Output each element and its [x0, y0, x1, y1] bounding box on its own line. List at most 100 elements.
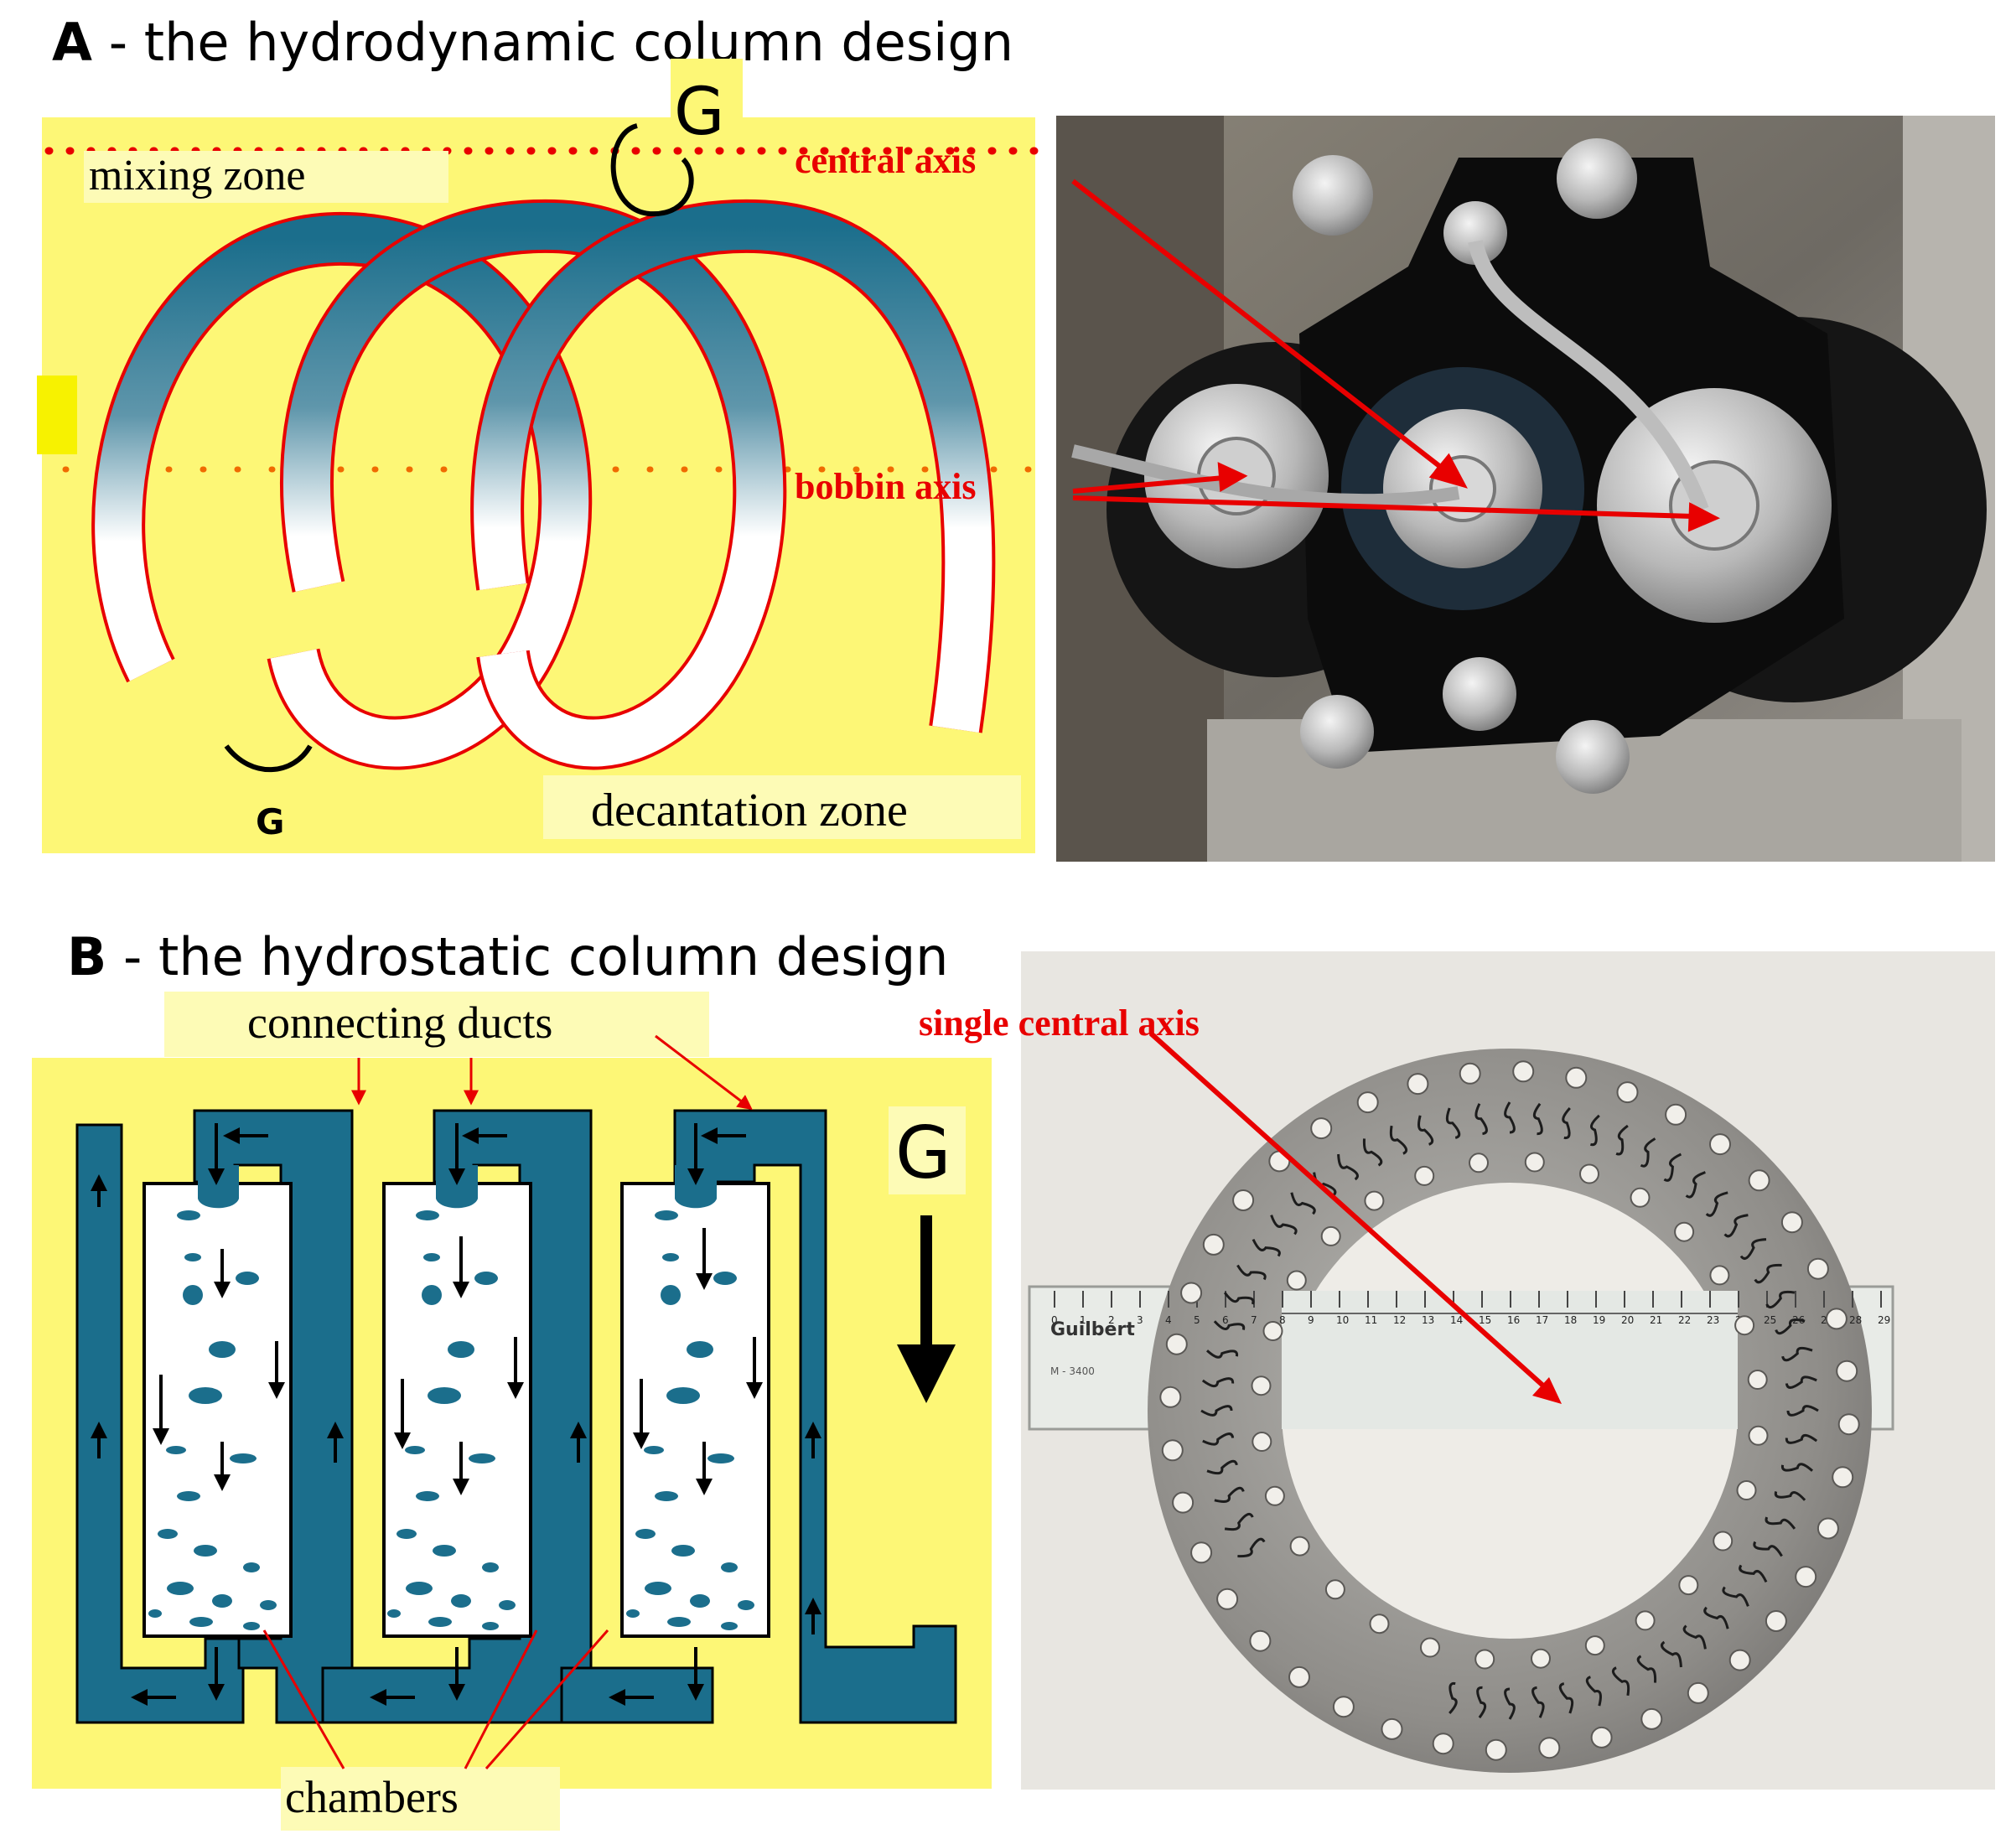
disc-hole — [1159, 1386, 1182, 1408]
disc-channel — [1252, 1238, 1281, 1257]
ruler-tick-label: 13 — [1422, 1314, 1434, 1326]
mixing-zone-label: mixing zone — [89, 152, 306, 199]
helix-diagram: G G mixing zone decantation zone — [37, 59, 1039, 853]
disc-channels — [1200, 1101, 1819, 1720]
disc-channel — [1781, 1346, 1813, 1362]
disc-channel — [1337, 1153, 1359, 1181]
disc-channel — [1774, 1490, 1806, 1501]
mixing-zone-box — [84, 151, 448, 203]
disc-channel — [1663, 1153, 1682, 1182]
disc-hole — [1202, 1233, 1225, 1256]
disc-channel — [1786, 1405, 1819, 1417]
disc-channel — [1739, 1238, 1767, 1260]
disc-hole — [1420, 1637, 1440, 1658]
disc-hole — [1288, 1665, 1310, 1688]
chamber-unit-1 — [143, 1109, 354, 1724]
disc-channel — [1270, 1215, 1298, 1235]
nut — [1557, 138, 1637, 219]
disc-channel — [1636, 1655, 1657, 1683]
disc-channel — [1504, 1687, 1516, 1720]
single-central-axis-text: single central axis — [919, 1002, 1200, 1044]
ruler-inner — [1282, 1291, 1738, 1429]
panel-b-title-text: - the hydrostatic column design — [106, 926, 949, 987]
ruler-tick-label: 15 — [1479, 1314, 1491, 1326]
disc-hole — [1640, 1707, 1663, 1730]
ruler-tick-label: 19 — [1593, 1314, 1605, 1326]
disc-hole — [1190, 1541, 1213, 1564]
disc-channel — [1362, 1138, 1383, 1167]
disc-channel — [1722, 1586, 1749, 1607]
chamber-1 — [143, 1182, 293, 1638]
disc-channel — [1589, 1114, 1600, 1147]
disc-channel — [1661, 1640, 1682, 1668]
ruler-ticks — [1054, 1291, 1882, 1308]
disc-hole — [1262, 1321, 1283, 1341]
disc-channel — [1200, 1405, 1233, 1417]
disc-hole — [1216, 1588, 1239, 1610]
disc-hole — [1286, 1270, 1307, 1291]
disc-hole — [1709, 1265, 1730, 1286]
nut — [1443, 657, 1516, 731]
central-axis-text: central axis — [795, 140, 977, 181]
disc-channel — [1213, 1320, 1246, 1331]
disc-channel — [1532, 1102, 1543, 1136]
disc-hole — [1249, 1629, 1272, 1652]
rotor-photo: central axis — [1056, 116, 1995, 862]
disc-hole — [1459, 1062, 1481, 1085]
chamber-2 — [382, 1182, 532, 1638]
disc-channel — [1202, 1432, 1235, 1446]
disc-channel — [1739, 1564, 1768, 1583]
disc-channel — [1389, 1125, 1408, 1155]
decantation-zone-label: decantation zone — [591, 785, 908, 837]
disc-hole — [1728, 1649, 1751, 1671]
connecting-tube — [1468, 240, 1709, 513]
ruler-tick-label: 16 — [1507, 1314, 1520, 1326]
ruler-tick-labels: 0123456789101112131415161718192021222324… — [1051, 1314, 1890, 1326]
panel-b-title: B - the hydrostatic column design — [67, 926, 948, 987]
ruler-tick-label: 22 — [1678, 1314, 1691, 1326]
flow-arrows — [91, 1123, 821, 1706]
ruler-tick-label: 29 — [1878, 1314, 1890, 1326]
disc-hole — [1320, 1225, 1341, 1246]
connecting-ducts-label: connecting ducts — [247, 997, 552, 1048]
disc-hole — [1381, 1717, 1403, 1740]
panel-a-title-text: - the hydrodynamic column design — [91, 12, 1014, 73]
disc-hole — [1734, 1315, 1755, 1336]
disc-hole — [1414, 1165, 1435, 1186]
g-bottom-label: G — [256, 801, 284, 842]
disc-hole — [1485, 1738, 1507, 1761]
ruler-tick-label: 23 — [1707, 1314, 1719, 1326]
disc-channel — [1290, 1192, 1316, 1215]
chambers-diagram: connecting ducts G chambers — [32, 992, 992, 1831]
disc-channel — [1417, 1115, 1434, 1146]
disc-channel — [1474, 1103, 1488, 1136]
panel-a-title: A - the hydrodynamic column design — [52, 12, 1013, 73]
disc-hole — [1832, 1466, 1854, 1489]
disc-hole — [1837, 1413, 1860, 1436]
ruler-tick-label: 8 — [1279, 1314, 1286, 1326]
ruler-tick-label: 11 — [1365, 1314, 1377, 1326]
disc-channel — [1780, 1463, 1814, 1472]
disc-hole — [1251, 1375, 1272, 1396]
chambers-label: chambers — [285, 1772, 459, 1822]
axis-arrow-head — [1532, 1377, 1562, 1404]
disc-channel — [1703, 1606, 1729, 1629]
ruler-tick-label: 17 — [1536, 1314, 1548, 1326]
ruler-tick-label: 3 — [1137, 1314, 1143, 1326]
disc-channel — [1449, 1681, 1458, 1715]
disc-channel — [1531, 1686, 1545, 1718]
nut — [1300, 695, 1374, 769]
ruler-tick-label: 10 — [1336, 1314, 1349, 1326]
ruler-brand: Guilbert — [1050, 1319, 1135, 1340]
disc-hole — [1310, 1117, 1333, 1140]
g-label-box — [889, 1106, 966, 1194]
disc-hole — [1531, 1648, 1551, 1669]
ruler-tick-label: 28 — [1849, 1314, 1862, 1326]
ruler-tick-label: 4 — [1165, 1314, 1172, 1326]
ruler-tick-label: 2 — [1108, 1314, 1115, 1326]
disc-channel — [1640, 1137, 1656, 1168]
disc-hole — [1469, 1153, 1489, 1173]
disc-hole — [1816, 1517, 1839, 1540]
disc-channel — [1685, 1171, 1706, 1199]
disc-hole — [1836, 1360, 1858, 1382]
